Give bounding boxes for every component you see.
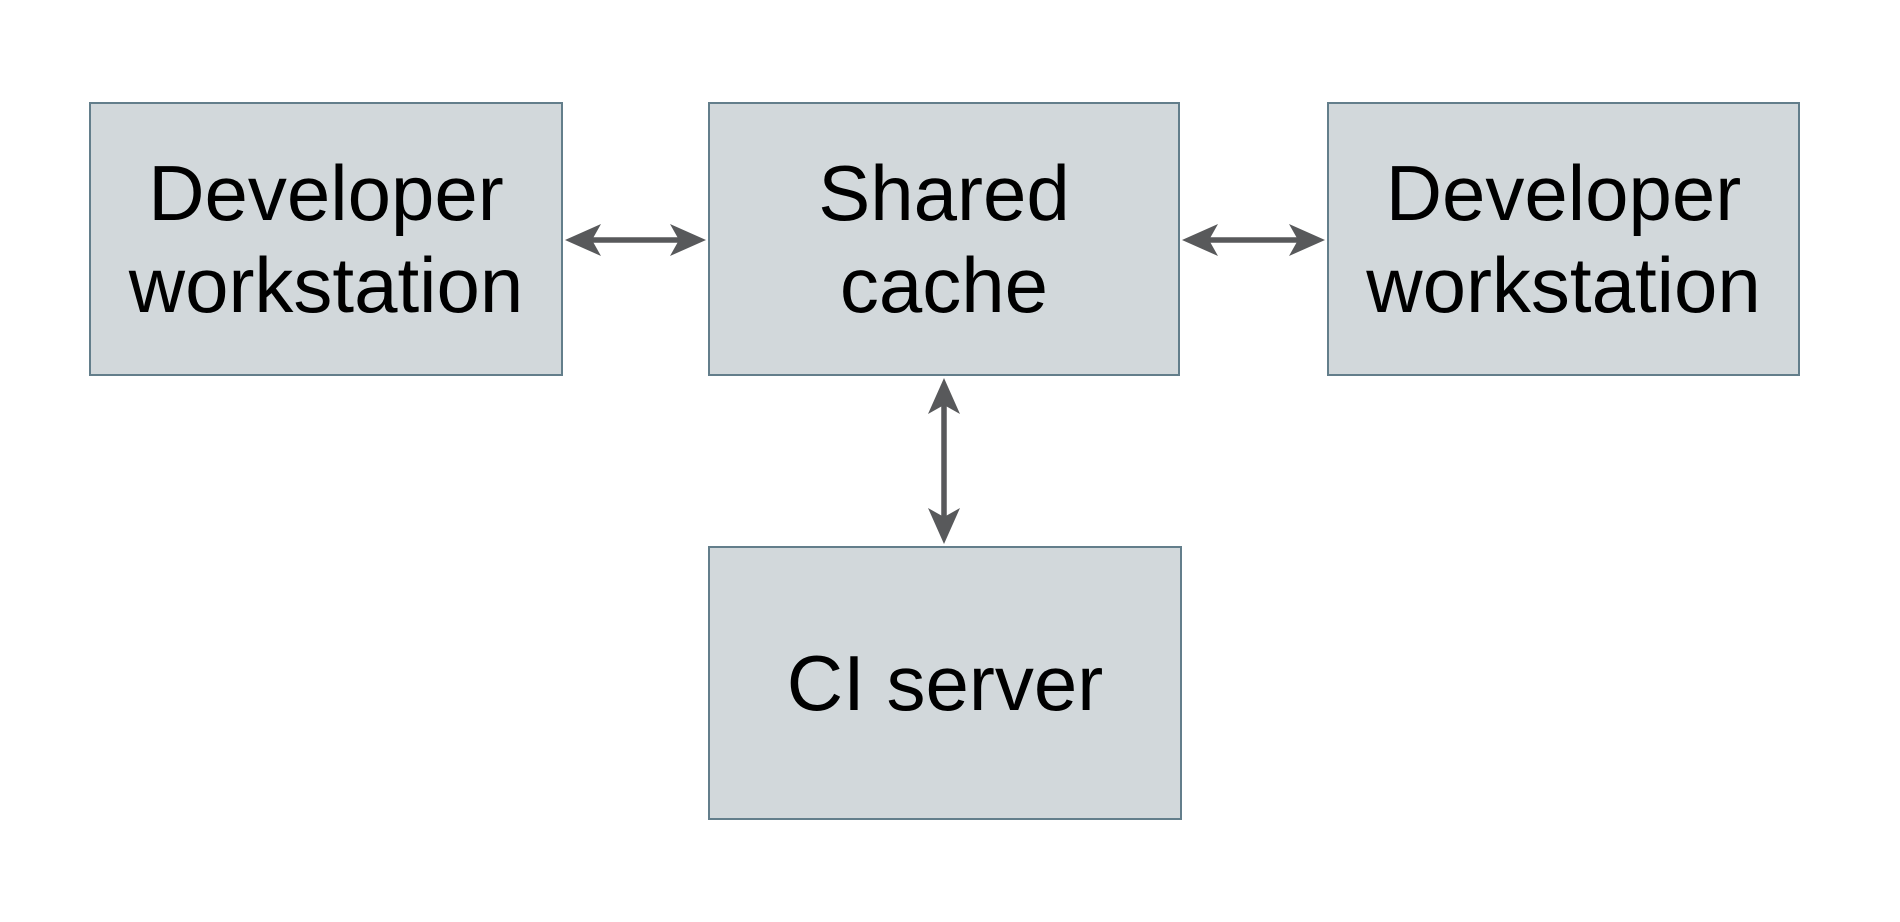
node-label-line: Shared [818, 149, 1070, 237]
node-developer-workstation-right: Developer workstation [1327, 102, 1800, 376]
node-label-line: cache [839, 241, 1049, 329]
arrow-shared-cache-ci-server [928, 378, 960, 544]
node-label-line: Developer [148, 149, 504, 237]
node-label-line: workstation [128, 241, 524, 329]
node-label-line: Developer [1385, 149, 1742, 237]
node-developer-workstation-left: Developer workstation [89, 102, 563, 376]
arrow-left-workstation-shared-cache [565, 224, 706, 256]
node-shared-cache: Shared cache [708, 102, 1180, 376]
node-ci-server: CI server [708, 546, 1182, 820]
arrow-shared-cache-right-workstation [1182, 224, 1325, 256]
node-label-line: workstation [1366, 241, 1761, 329]
node-label-line: CI server [786, 639, 1104, 727]
